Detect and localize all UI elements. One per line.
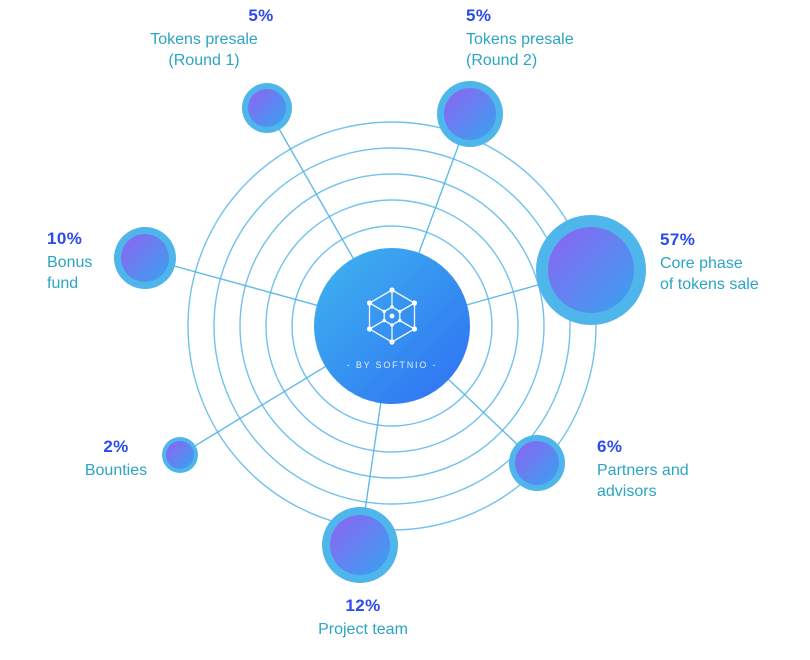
- segment-label-tokens-presale-round-1: 5% Tokens presale (Round 1): [125, 6, 283, 71]
- segment-percent: 5%: [466, 6, 492, 25]
- segment-label-line: Tokens presale: [150, 31, 258, 48]
- segment-percent: 12%: [345, 596, 381, 615]
- node-bubble: [166, 441, 194, 469]
- node-tokens-presale-round-2: [437, 81, 503, 147]
- segment-label-line: Partners and: [597, 462, 689, 479]
- segment-label-bonus-fund: 10% Bonus fund: [47, 229, 157, 294]
- segment-label-line: Tokens presale: [466, 31, 574, 48]
- node-bubble: [248, 89, 286, 127]
- segment-percent: 10%: [47, 229, 83, 248]
- segment-percent: 57%: [660, 230, 696, 249]
- segment-label-line: Core phase: [660, 255, 743, 272]
- segment-label-partners-and-advisors: 6% Partners and advisors: [597, 437, 737, 502]
- segment-label-core-phase-of-tokens-sale: 57% Core phase of tokens sale: [660, 230, 810, 295]
- node-project-team: [322, 507, 398, 583]
- orbit-ring: [213, 147, 571, 505]
- segment-label-bounties: 2% Bounties: [56, 437, 176, 481]
- orbit-ring: [239, 173, 545, 479]
- node-bonus-fund: [114, 227, 176, 289]
- node-bubble: [444, 88, 496, 140]
- node-bubble: [548, 227, 634, 313]
- node-core-phase-of-tokens-sale: [536, 215, 646, 325]
- segment-percent: 6%: [597, 437, 623, 456]
- orbit-ring: [265, 199, 519, 453]
- node-tokens-presale-round-1: [242, 83, 292, 133]
- node-bounties: [162, 437, 198, 473]
- segment-label-line: Bonus: [47, 254, 93, 271]
- segment-label-line: (Round 1): [168, 52, 240, 69]
- orbit-ring: [291, 225, 493, 427]
- node-bubble: [330, 515, 390, 575]
- segment-label-tokens-presale-round-2: 5% Tokens presale (Round 2): [466, 6, 636, 71]
- segment-label-line: fund: [47, 275, 79, 292]
- segment-label-line: (Round 2): [466, 52, 538, 69]
- node-partners-and-advisors: [509, 435, 565, 491]
- center-caption: - BY SOFTNIO -: [346, 360, 438, 370]
- segment-label-line: Project team: [318, 621, 408, 638]
- node-bubble: [515, 441, 559, 485]
- segment-label-line: of tokens sale: [660, 276, 759, 293]
- segment-percent: 5%: [248, 6, 274, 25]
- segment-label-project-team: 12% Project team: [283, 596, 443, 640]
- hexagon-network-icon: [366, 287, 418, 345]
- segment-label-line: advisors: [597, 483, 657, 500]
- segment-label-line: Bounties: [84, 462, 148, 479]
- node-bubble: [121, 234, 169, 282]
- segment-percent: 2%: [103, 437, 129, 456]
